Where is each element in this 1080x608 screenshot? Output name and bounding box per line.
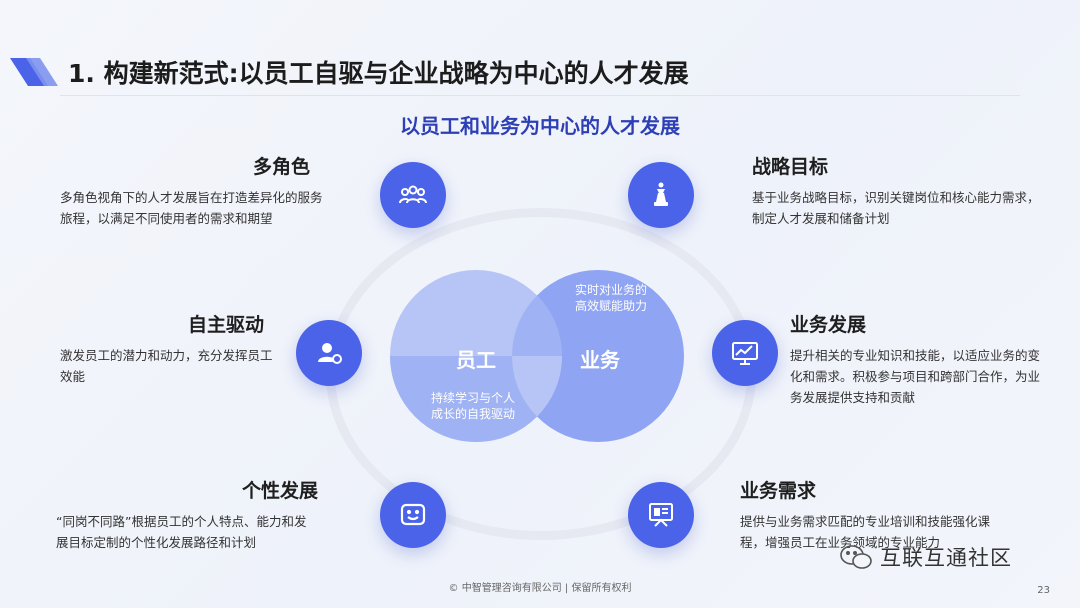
block-title: 战略目标 [752,156,829,178]
strategy-node [628,162,694,228]
chess-piece-icon [654,182,668,206]
overlap-top-text: 实时对业务的 高效赋能助力 [574,283,647,313]
employee-label: 员工 [456,348,496,372]
self-drive-node [296,320,362,386]
page-title: 1. 构建新范式:以员工自驱与企业战略为中心的人才发展 [68,59,689,88]
block-desc: “同岗不同路”根据员工的个人特点、能力和发展目标定制的个性化发展路径和计划 [56,514,307,550]
block-multi-role: 多角色 多角色视角下的人才发展旨在打造差异化的服务旅程，以满足不同使用者的需求和… [60,152,350,229]
block-personal-dev: 个性发展 “同岗不同路”根据员工的个人特点、能力和发展目标定制的个性化发展路径和… [56,476,318,553]
title-bar: 1. 构建新范式:以员工自驱与企业战略为中心的人才发展 [0,44,1080,100]
business-label: 业务 [580,348,620,372]
smiley-screen-icon [400,503,426,526]
business-need-node [628,482,694,548]
watermark-text: 互联互通社区 [880,546,1012,570]
block-title: 多角色 [252,156,310,178]
block-desc: 提供与业务需求匹配的专业培训和技能强化课程，增强员工在业务领域的专业能力 [740,514,991,550]
watermark: 互联互通社区 [838,542,1012,572]
block-business-dev: 业务发展 提升相关的专业知识和技能，以适应业务的变化和需求。积极参与项目和跨部门… [790,310,1040,408]
trend-monitor-icon [732,342,758,365]
user-settings-icon [318,343,342,364]
block-desc: 基于业务战略目标，识别关键岗位和核心能力需求，制定人才发展和储备计划 [752,190,1040,226]
brand-logo-icon [10,58,58,86]
block-business-need: 业务需求 提供与业务需求匹配的专业培训和技能强化课程，增强员工在业务领域的专业能… [740,476,1006,553]
multi-role-node [380,162,446,228]
page-number: 23 [1037,585,1050,596]
personal-dev-node [380,482,446,548]
diagram-title: 以员工和业务为中心的人才发展 [400,114,680,138]
block-desc: 激发员工的潜力和动力，充分发挥员工效能 [60,348,273,384]
group-icon [399,185,427,204]
title-divider [60,95,1020,96]
business-dev-node [712,320,778,386]
venn-diagram [390,270,684,442]
block-title: 个性发展 [241,480,318,502]
block-title: 自主驱动 [187,314,264,336]
block-title: 业务发展 [790,314,867,336]
block-desc: 提升相关的专业知识和技能，以适应业务的变化和需求。积极参与项目和跨部门合作，为业… [790,348,1041,405]
wechat-icon [840,545,872,569]
block-strategy: 战略目标 基于业务战略目标，识别关键岗位和核心能力需求，制定人才发展和储备计划 [752,152,1042,229]
block-title: 业务需求 [740,480,817,502]
overlap-bottom-text: 持续学习与个人 成长的自我驱动 [430,391,515,421]
right-circle [512,270,684,442]
block-desc: 多角色视角下的人才发展旨在打造差异化的服务旅程，以满足不同使用者的需求和期望 [60,190,323,226]
footer-copyright: © 中智管理咨询有限公司 | 保留所有权利 [448,583,632,594]
block-self-drive: 自主驱动 激发员工的潜力和动力，充分发挥员工效能 [60,310,273,387]
presentation-board-icon [649,503,673,527]
